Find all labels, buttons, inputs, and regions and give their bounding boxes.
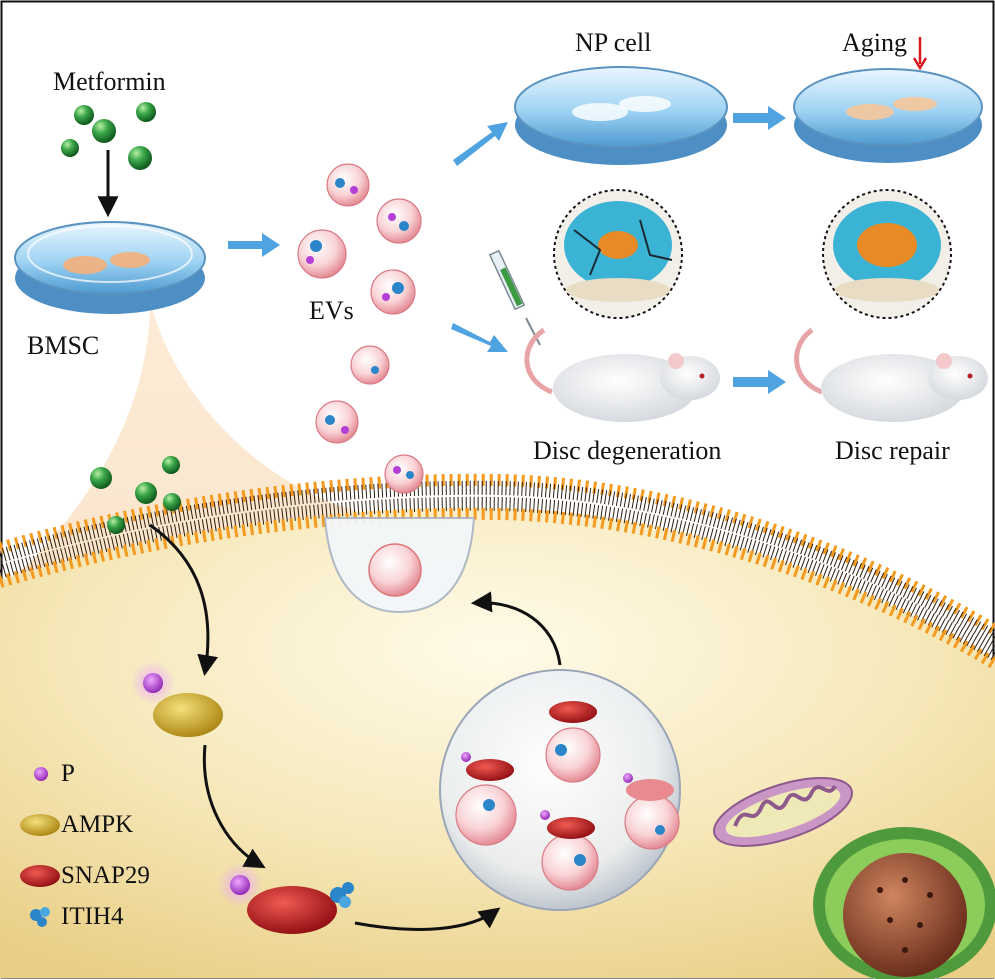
np-cell-label: NP cell [575, 28, 652, 57]
mvb-to-membrane-arrow [470, 591, 562, 666]
legend-snap29-label: SNAP29 [61, 862, 150, 889]
metformin-to-ampk-arrow [149, 523, 219, 677]
metformin-molecules-lower [90, 456, 181, 534]
disc-repair-label: Disc repair [835, 436, 950, 465]
disc-degeneration-label: Disc degeneration [533, 436, 722, 465]
metformin-molecules-top [61, 102, 156, 170]
legend-ampk-label: AMPK [61, 811, 134, 838]
degenerated-disc-zoom [553, 189, 683, 319]
nucleus-with-er [813, 827, 995, 979]
mitochondrion [713, 777, 853, 847]
np-cell-dish [514, 66, 728, 165]
legend-snap29-symbol [20, 865, 60, 887]
syringe [488, 249, 541, 346]
evs-label: EVs [309, 296, 354, 325]
blue-arrows [228, 106, 786, 394]
cell-membrane [0, 473, 995, 670]
rat-repair [794, 327, 988, 422]
aging-dish [793, 68, 983, 163]
bmsc-dish [14, 221, 206, 314]
metformin-label: Metformin [53, 67, 166, 96]
ampk-to-snap29-arrow [202, 744, 266, 869]
snap29-to-mvb-arrow [354, 907, 501, 931]
ev-vesicles [297, 163, 424, 494]
phospho-ampk [131, 661, 223, 737]
fusing-vesicle [368, 543, 422, 597]
rat-degeneration [524, 327, 720, 422]
repaired-disc-zoom [822, 189, 952, 319]
legend-p-label: P [61, 760, 75, 787]
aging-label: Aging [842, 28, 907, 57]
legend-ampk-symbol [20, 814, 60, 836]
multivesicular-body [439, 669, 681, 911]
legend-p-symbol [34, 767, 48, 781]
legend-itih4-label: ITIH4 [61, 903, 124, 930]
phospho-snap29-itih4 [218, 863, 354, 934]
legend-itih4-symbol [30, 907, 50, 927]
legend-symbols [20, 767, 60, 927]
bmsc-label: BMSC [27, 331, 100, 360]
